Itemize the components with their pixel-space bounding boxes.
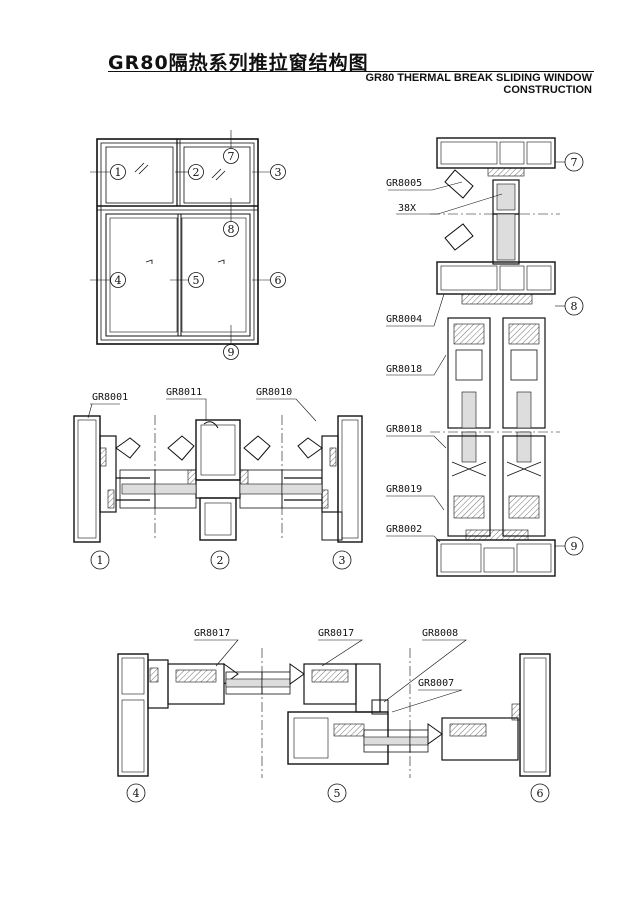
svg-text:1: 1	[115, 166, 122, 179]
svg-text:6: 6	[275, 274, 282, 287]
window-elevation	[90, 130, 272, 345]
label-gr8002: GR8002	[386, 524, 422, 535]
svg-text:9: 9	[571, 540, 578, 553]
section-number-7: 7	[564, 152, 584, 172]
callout-9: 9	[223, 344, 239, 360]
elevation-callouts: 1 2 3 4 5 6 7 8 9	[110, 148, 286, 360]
callout-3: 3	[270, 164, 286, 180]
transom-gr8004	[436, 261, 556, 305]
label-gr8017-a: GR8017	[194, 628, 230, 639]
title-chinese: GR80隔热系列推拉窗结构图	[108, 52, 369, 74]
callout-2: 2	[188, 164, 204, 180]
svg-text:8: 8	[571, 300, 578, 313]
callout-1: 1	[110, 164, 126, 180]
frame-profile-gr8010	[284, 415, 363, 543]
svg-text:4: 4	[133, 787, 140, 800]
svg-text:2: 2	[217, 554, 224, 567]
section-number-6: 6	[530, 783, 550, 803]
interlock-gr8008-gr8007	[287, 699, 411, 765]
callout-8: 8	[223, 221, 239, 237]
label-38x: 38X	[398, 203, 416, 214]
sections-7-8-9	[386, 137, 566, 577]
svg-text:3: 3	[339, 554, 346, 567]
callout-6: 6	[270, 272, 286, 288]
section-number-2: 2	[210, 550, 230, 570]
section-labels-4-5-6: GR8017 GR8017 GR8008 GR8007 4 5 6	[126, 628, 550, 803]
section-number-9: 9	[564, 536, 584, 556]
frame-profile-gr8001	[73, 415, 150, 543]
label-gr8018-a: GR8018	[386, 364, 422, 375]
section-number-1: 1	[90, 550, 110, 570]
callout-7: 7	[223, 148, 239, 164]
callout-4: 4	[110, 272, 126, 288]
section-labels-7-8-9: GR8005 38X GR8004 GR8018 GR8018 GR8019 G…	[386, 152, 584, 556]
section-number-4: 4	[126, 783, 146, 803]
section-labels-1-2-3: GR8001 GR8011 GR8010 1 2 3	[90, 387, 352, 570]
sill-frame-gr8002	[436, 529, 556, 577]
head-frame-gr8005	[436, 137, 556, 215]
sash-profile-gr8017-left	[167, 663, 263, 705]
svg-text:7: 7	[571, 156, 578, 169]
title-rule	[108, 71, 594, 72]
title-english: GR80 THERMAL BREAK SLIDING WINDOW CONSTR…	[365, 72, 592, 96]
label-gr8018-b: GR8018	[386, 424, 422, 435]
svg-text:9: 9	[228, 346, 235, 359]
label-gr8010: GR8010	[256, 387, 292, 398]
svg-text:5: 5	[193, 274, 200, 287]
label-gr8008: GR8008	[422, 628, 458, 639]
label-gr8004: GR8004	[386, 314, 422, 325]
svg-text:7: 7	[228, 150, 235, 163]
section-number-8: 8	[564, 296, 584, 316]
svg-text:3: 3	[275, 166, 282, 179]
label-gr8017-b: GR8017	[318, 628, 354, 639]
sections-1-2-3	[73, 398, 363, 543]
sections-4-5-6	[117, 639, 551, 778]
section-number-3: 3	[332, 550, 352, 570]
callout-5: 5	[188, 272, 204, 288]
label-gr8011: GR8011	[166, 387, 202, 398]
interlock-profile-gr8011	[167, 419, 271, 541]
svg-text:2: 2	[193, 166, 200, 179]
svg-text:8: 8	[228, 223, 235, 236]
section-number-5: 5	[327, 783, 347, 803]
sash-profile-gr8017-right	[261, 663, 381, 713]
side-frame-left	[117, 653, 169, 777]
label-gr8019: GR8019	[386, 484, 422, 495]
svg-text:6: 6	[537, 787, 544, 800]
label-gr8005: GR8005	[386, 178, 422, 189]
svg-text:4: 4	[115, 274, 122, 287]
svg-text:1: 1	[97, 554, 104, 567]
label-gr8007: GR8007	[418, 678, 454, 689]
label-gr8001: GR8001	[92, 392, 128, 403]
sash-rails-gr8018	[447, 317, 546, 429]
svg-text:5: 5	[334, 787, 341, 800]
side-frame-right	[511, 653, 551, 777]
